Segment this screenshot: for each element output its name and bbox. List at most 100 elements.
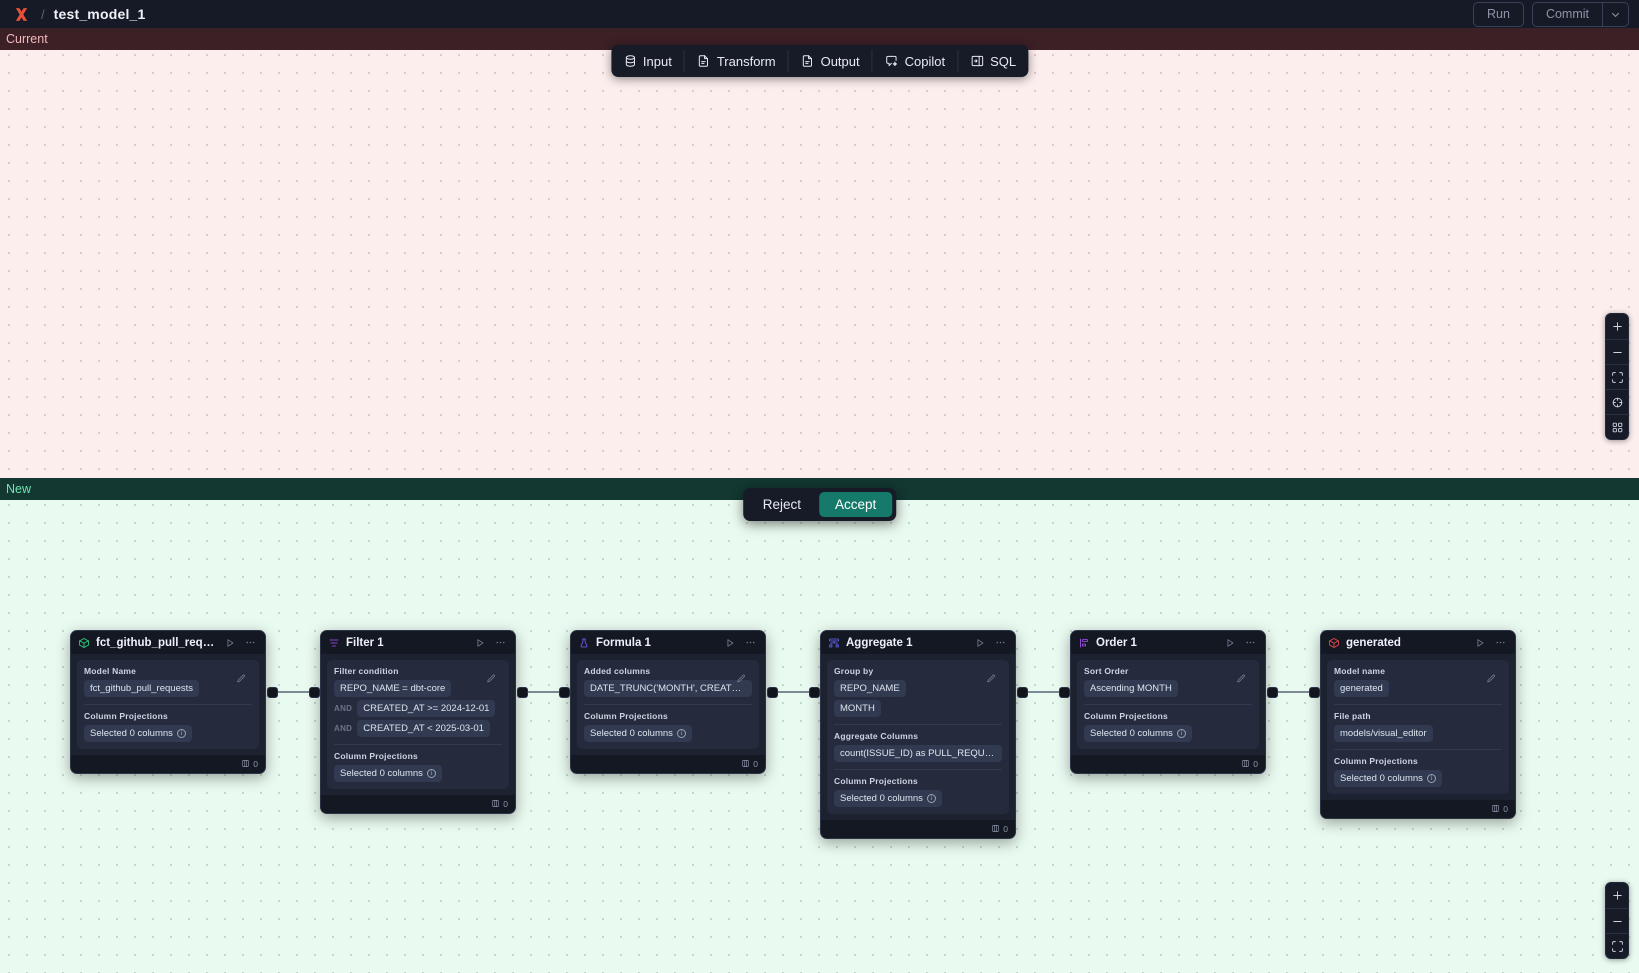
field-value-chip[interactable]: Selected 0 columnsi	[1084, 725, 1192, 742]
fit-view-icon[interactable]	[1606, 364, 1628, 389]
field-value-row: Ascending MONTH	[1084, 680, 1252, 697]
pencil-icon[interactable]	[236, 671, 246, 689]
filter-icon	[328, 637, 340, 649]
field-label: Column Projections	[334, 751, 502, 761]
node-field-group: Model Namefct_github_pull_requests	[84, 666, 252, 697]
field-value-chip[interactable]: DATE_TRUNC('MONTH', CREATED_AT...	[584, 680, 752, 697]
pencil-icon[interactable]	[736, 671, 746, 689]
sql-panel-icon	[970, 54, 984, 68]
minus-icon[interactable]	[1606, 908, 1628, 933]
formula-icon	[578, 637, 590, 649]
reject-button[interactable]: Reject	[747, 492, 817, 517]
field-value-chip[interactable]: Selected 0 columnsi	[1334, 770, 1442, 787]
chevron-down-icon[interactable]	[1603, 3, 1628, 26]
field-label: Group by	[834, 666, 1002, 676]
field-value-chip[interactable]: CREATED_AT >= 2024-12-01	[357, 700, 495, 717]
node-header: generated	[1321, 631, 1515, 654]
node-header: Order 1	[1071, 631, 1265, 654]
toolbar-item-copilot[interactable]: Copilot	[873, 45, 957, 77]
pencil-icon[interactable]	[986, 671, 996, 689]
run-button[interactable]: Run	[1473, 2, 1524, 27]
field-value-chip[interactable]: generated	[1334, 680, 1389, 697]
graph-node-aggregate[interactable]: Aggregate 1Group byREPO_NAMEMONTHAggrega…	[820, 630, 1016, 839]
field-label: Aggregate Columns	[834, 731, 1002, 741]
node-port[interactable]	[767, 687, 778, 698]
field-value-text: Selected 0 columns	[90, 728, 173, 739]
node-body: Added columnsDATE_TRUNC('MONTH', CREATED…	[571, 654, 765, 755]
pencil-icon[interactable]	[1236, 671, 1246, 689]
plus-icon[interactable]	[1606, 883, 1628, 908]
node-port[interactable]	[809, 687, 820, 698]
toolbar-item-output[interactable]: Output	[789, 45, 872, 77]
play-icon[interactable]	[473, 638, 487, 648]
node-port[interactable]	[1309, 687, 1320, 698]
plus-icon[interactable]	[1606, 314, 1628, 339]
node-port[interactable]	[1059, 687, 1070, 698]
node-body: Model Namefct_github_pull_requestsColumn…	[71, 654, 265, 755]
ellipsis-icon[interactable]	[243, 637, 258, 648]
node-port[interactable]	[559, 687, 570, 698]
toolbar-item-label: Copilot	[905, 54, 945, 69]
app-logo-icon[interactable]	[10, 3, 32, 25]
field-value-chip[interactable]: Ascending MONTH	[1084, 680, 1178, 697]
toolbar-item-input[interactable]: Input	[611, 45, 684, 77]
grid-icon[interactable]	[1606, 414, 1628, 439]
node-port[interactable]	[1017, 687, 1028, 698]
field-value-chip[interactable]: models/visual_editor	[1334, 725, 1433, 742]
field-value-chip[interactable]: Selected 0 columnsi	[334, 765, 442, 782]
toolbar-item-transform[interactable]: Transform	[685, 45, 788, 77]
node-port[interactable]	[1267, 687, 1278, 698]
field-value-row: generated	[1334, 680, 1502, 697]
play-icon[interactable]	[973, 638, 987, 648]
node-footer: 0	[1321, 800, 1515, 818]
commit-button[interactable]: Commit	[1533, 3, 1602, 26]
info-icon[interactable]: i	[177, 729, 186, 738]
info-icon[interactable]: i	[677, 729, 686, 738]
ellipsis-icon[interactable]	[493, 637, 508, 648]
graph-node-order[interactable]: Order 1Sort OrderAscending MONTHColumn P…	[1070, 630, 1266, 774]
field-label: Model name	[1334, 666, 1502, 676]
node-port[interactable]	[517, 687, 528, 698]
toolbar-item-sql[interactable]: SQL	[958, 45, 1028, 77]
field-value-chip[interactable]: REPO_NAME	[834, 680, 906, 697]
graph-node-formula[interactable]: Formula 1Added columnsDATE_TRUNC('MONTH'…	[570, 630, 766, 774]
lock-icon[interactable]	[1606, 389, 1628, 414]
graph-node-generated[interactable]: generatedModel namegeneratedFile pathmod…	[1320, 630, 1516, 819]
node-port[interactable]	[309, 687, 320, 698]
field-value-chip[interactable]: REPO_NAME = dbt-core	[334, 680, 451, 697]
field-value-chip[interactable]: fct_github_pull_requests	[84, 680, 199, 697]
ellipsis-icon[interactable]	[743, 637, 758, 648]
columns-icon	[1241, 759, 1250, 770]
node-port[interactable]	[267, 687, 278, 698]
ellipsis-icon[interactable]	[1243, 637, 1258, 648]
field-label: Column Projections	[1334, 756, 1502, 766]
ellipsis-icon[interactable]	[1493, 637, 1508, 648]
info-icon[interactable]: i	[1427, 774, 1436, 783]
field-value-row: Selected 0 columns i	[84, 725, 252, 742]
play-icon[interactable]	[723, 638, 737, 648]
fit-view-icon[interactable]	[1606, 933, 1628, 958]
minus-icon[interactable]	[1606, 339, 1628, 364]
commit-button-group[interactable]: Commit	[1532, 2, 1629, 27]
play-icon[interactable]	[223, 638, 237, 648]
copilot-sparkle-icon	[885, 54, 899, 68]
field-label: Column Projections	[1084, 711, 1252, 721]
info-icon[interactable]: i	[1177, 729, 1186, 738]
info-icon[interactable]: i	[927, 794, 936, 803]
field-value-chip[interactable]: Selected 0 columns i	[84, 725, 192, 742]
play-icon[interactable]	[1223, 638, 1237, 648]
pencil-icon[interactable]	[1486, 671, 1496, 689]
info-icon[interactable]: i	[427, 769, 436, 778]
pencil-icon[interactable]	[486, 671, 496, 689]
node-fields: Added columnsDATE_TRUNC('MONTH', CREATED…	[577, 660, 759, 749]
graph-node-filter[interactable]: Filter 1Filter conditionREPO_NAME = dbt-…	[320, 630, 516, 814]
graph-node-source[interactable]: fct_github_pull_requestsModel Namefct_gi…	[70, 630, 266, 774]
field-value-chip[interactable]: MONTH	[834, 700, 881, 717]
field-value-chip[interactable]: count(ISSUE_ID) as PULL_REQUEST_...	[834, 745, 1002, 762]
field-value-chip[interactable]: CREATED_AT < 2025-03-01	[357, 720, 490, 737]
field-value-chip[interactable]: Selected 0 columnsi	[834, 790, 942, 807]
play-icon[interactable]	[1473, 638, 1487, 648]
ellipsis-icon[interactable]	[993, 637, 1008, 648]
field-value-chip[interactable]: Selected 0 columnsi	[584, 725, 692, 742]
accept-button[interactable]: Accept	[819, 492, 892, 517]
